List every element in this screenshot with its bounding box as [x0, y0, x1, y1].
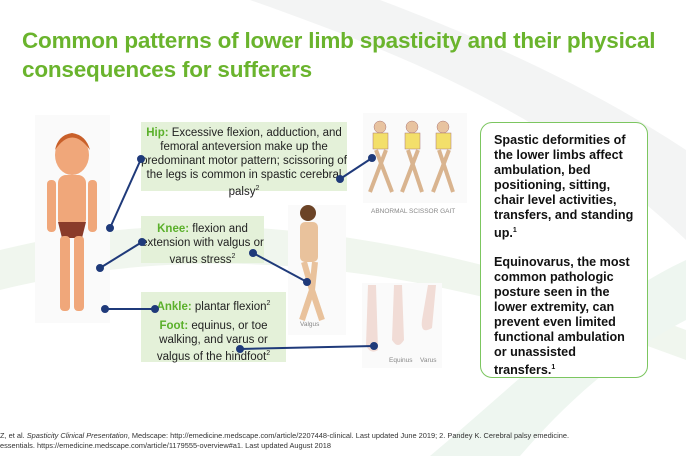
references-footnote: Z, et al. Spasticity Clinical Presentati…	[0, 431, 569, 451]
ankle-text: plantar flexion	[191, 300, 267, 313]
foot-label: Foot:	[159, 319, 189, 332]
ankle-foot-callout: Ankle: plantar flexion2 Foot: equinus, o…	[141, 292, 286, 363]
knee-text: flexion and extension with valgus or var…	[141, 223, 264, 266]
ankle-label: Ankle:	[156, 300, 192, 313]
hip-text: Excessive flexion, adduction, and femora…	[141, 127, 347, 198]
ref-prefix: Z, et al.	[0, 431, 27, 440]
knee-callout: Knee: flexion and extension with valgus …	[141, 216, 264, 266]
scissor-gait-caption: ABNORMAL SCISSOR GAIT	[371, 208, 456, 215]
slide-title: Common patterns of lower limb spasticity…	[22, 28, 656, 82]
summary-box: Spastic deformities of the lower limbs a…	[480, 122, 648, 378]
valgus-caption: Valgus	[300, 321, 320, 328]
ankle-ref: 2	[266, 300, 271, 307]
ref-rest: , Medscape: http://emedicine.medscape.co…	[127, 431, 569, 440]
varus-caption: Varus	[420, 357, 437, 364]
summary-p1-ref: 1	[512, 227, 517, 234]
summary-p1: Spastic deformities of the lower limbs a…	[494, 133, 634, 241]
summary-p2: Equinovarus, the most common pathologic …	[494, 255, 630, 378]
knee-label: Knee:	[157, 223, 190, 235]
equinus-caption: Equinus	[389, 357, 413, 364]
foot-ref: 2	[266, 349, 271, 357]
foot-text: equinus, or toe walking, and varus or va…	[156, 319, 268, 363]
ref-title: Spasticity Clinical Presentation	[26, 431, 128, 440]
ref-line2: essentials. https://emedicine.medscape.c…	[0, 441, 332, 450]
knee-ref: 2	[231, 253, 236, 260]
hip-ref: 2	[255, 185, 260, 192]
hip-callout: Hip: Excessive flexion, adduction, and f…	[141, 122, 347, 198]
hip-label: Hip:	[146, 127, 169, 139]
summary-p2-ref: 1	[551, 364, 556, 372]
